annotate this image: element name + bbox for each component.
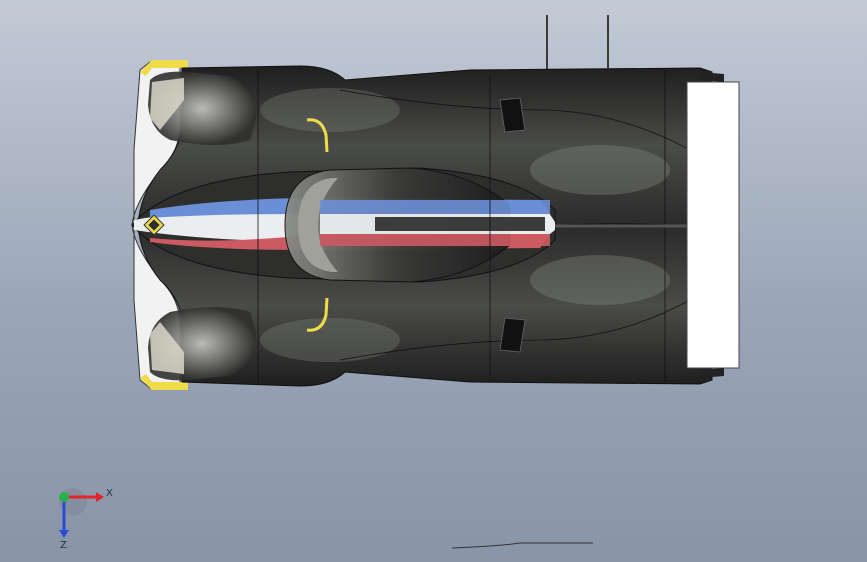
front-left-accent [140, 60, 188, 76]
orientation-triad: X Z [59, 488, 113, 550]
left-intake [150, 78, 184, 130]
triad-z-label: Z [60, 540, 67, 550]
canopy-stripe-blue [320, 200, 550, 214]
canopy-stripe-red [320, 234, 550, 246]
sketch-line [451, 542, 593, 549]
canopy-frame [298, 178, 338, 272]
panel-line-4 [339, 89, 691, 151]
rear-wing-endplate-top [700, 72, 724, 82]
sidepod-left-shine [260, 88, 400, 132]
canopy-dark-band [375, 217, 545, 231]
triad-z-arrow [59, 530, 69, 538]
rear-vent-left [499, 97, 526, 133]
rear-vent-right [499, 317, 526, 353]
triad-y-axis [59, 492, 69, 502]
sidepod-right-shine [260, 318, 400, 362]
rear-right-shine [530, 255, 670, 305]
triad-x-label: X [106, 488, 113, 499]
right-intake [150, 322, 184, 374]
mirror-left [306, 118, 329, 153]
rear-wing-endplate-bottom [700, 368, 724, 378]
rear-left-shine [530, 145, 670, 195]
front-right-accent [140, 374, 188, 390]
mirror-right [306, 297, 329, 332]
triad-x-arrow [96, 492, 104, 502]
nose-logo-inner [148, 219, 160, 231]
rear-wing [686, 81, 740, 369]
panel-line-5 [339, 299, 691, 361]
